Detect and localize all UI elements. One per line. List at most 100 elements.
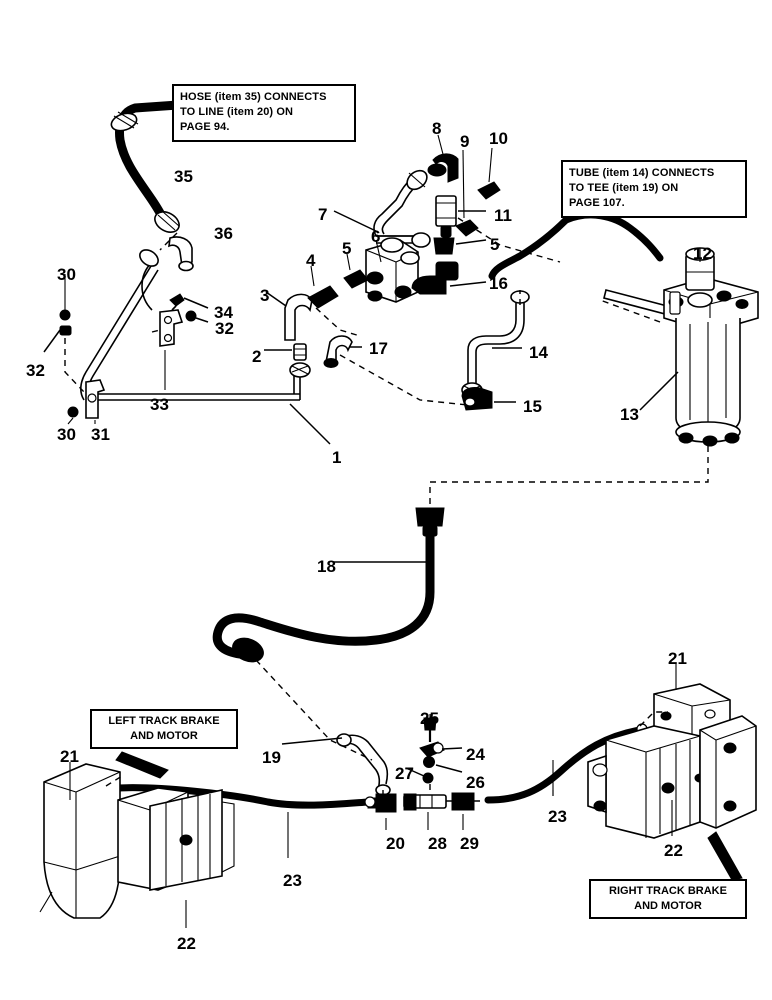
callout-hose-35-note: HOSE (item 35) CONNECTS TO LINE (item 20…	[172, 84, 356, 142]
item-number-23: 23	[548, 807, 567, 826]
item-number-7: 7	[318, 205, 328, 224]
item-number-1: 1	[332, 448, 342, 467]
item-number-3: 3	[260, 286, 270, 305]
item-number-27: 27	[395, 764, 414, 783]
item-number-33: 33	[150, 395, 169, 414]
callout-line: TO TEE (item 19) ON	[569, 181, 679, 194]
assembly-route-13-18	[429, 446, 709, 506]
lead-8	[437, 134, 445, 159]
item-number-20: 20	[386, 834, 405, 853]
lead-5-right	[455, 239, 487, 245]
lead-1	[289, 403, 331, 445]
nut-32-right	[185, 310, 197, 322]
item-number-5: 5	[342, 239, 352, 258]
bolt-34	[169, 293, 185, 311]
filter-assembly	[599, 247, 759, 447]
component-label-line: LEFT TRACK BRAKE	[108, 714, 220, 727]
elbow-3	[284, 293, 313, 341]
item-number-30: 30	[57, 265, 76, 284]
washer-26	[423, 756, 435, 768]
lead-27	[405, 767, 425, 777]
bolt-25	[423, 717, 437, 742]
item-number-15: 15	[523, 397, 542, 416]
hose-18-lower-fitting	[232, 637, 264, 663]
item-number-9: 9	[460, 132, 470, 151]
item-number-26: 26	[466, 773, 485, 792]
lead-19	[281, 737, 343, 745]
component-label-line: RIGHT TRACK BRAKE	[609, 884, 727, 897]
nut-32-upper	[59, 325, 72, 336]
clamp-31	[85, 379, 106, 419]
pointer-right-box	[707, 831, 743, 881]
washer-27	[422, 772, 434, 784]
component-label-line: AND MOTOR	[634, 900, 702, 912]
lead-7	[333, 210, 379, 233]
callout-line: TO LINE (item 20) ON	[180, 105, 294, 118]
lead-16	[449, 281, 487, 287]
item-number-34: 34	[214, 303, 233, 322]
item-number-23: 23	[283, 871, 302, 890]
item-number-35: 35	[174, 167, 193, 186]
lead-10	[488, 147, 493, 183]
right-track-motor-assembly	[587, 683, 757, 839]
assembly-line-4	[315, 307, 361, 337]
washer-30-lower	[67, 406, 79, 418]
elbow-36	[168, 236, 194, 272]
item-number-2: 2	[252, 347, 262, 366]
lead-9	[462, 149, 465, 219]
item-number-24: 24	[466, 745, 485, 764]
hose-35-lower-fitting	[154, 210, 180, 233]
elbow-8	[427, 153, 459, 183]
elbow-17	[323, 335, 353, 368]
fitting-5-right	[433, 237, 455, 255]
item-number-17: 17	[369, 339, 388, 358]
assembly-line-11	[457, 217, 561, 263]
fitting-4	[307, 285, 339, 309]
callout-line: TUBE (item 14) CONNECTS	[569, 167, 715, 179]
lead-13	[639, 371, 679, 411]
connector-2	[293, 343, 307, 361]
assembly-line-36	[159, 232, 178, 251]
item-number-14: 14	[529, 343, 548, 362]
fitting-9	[455, 219, 479, 237]
item-number-22: 22	[664, 841, 683, 860]
item-number-31: 31	[91, 425, 110, 444]
item-number-19: 19	[262, 748, 281, 767]
item-number-21: 21	[668, 649, 687, 668]
callout-line: HOSE (item 35) CONNECTS	[180, 91, 327, 103]
lead-24	[441, 747, 463, 750]
callout-line: PAGE 94.	[180, 120, 230, 133]
tube-7-nut	[406, 169, 428, 191]
item-number-22: 22	[177, 934, 196, 953]
item-number-11: 11	[494, 206, 512, 225]
item-number-18: 18	[317, 557, 336, 576]
item-number-30: 30	[57, 425, 76, 444]
lead-3	[265, 291, 287, 307]
item-number-10: 10	[489, 129, 508, 148]
hose-35-upper-fitting	[110, 111, 139, 132]
fitting-24	[419, 741, 445, 758]
lead-5-left	[346, 253, 351, 271]
item-number-5: 5	[490, 235, 500, 254]
lead-6	[375, 239, 382, 263]
nipple-28	[403, 793, 447, 811]
tube-1-upper-nut	[139, 249, 159, 267]
elbow-15	[461, 387, 493, 411]
item-number-8: 8	[432, 119, 442, 138]
bracket-33	[159, 309, 184, 347]
tube-1-right-nut	[289, 362, 311, 378]
item-number-25: 25	[420, 709, 439, 728]
assembly-line-17	[339, 354, 469, 406]
item-number-16: 16	[489, 274, 508, 293]
lead-26	[435, 764, 463, 773]
fitting-10	[477, 181, 501, 200]
assembly-line-18	[255, 659, 373, 761]
item-number-6: 6	[371, 227, 381, 246]
item-number-21: 21	[60, 747, 79, 766]
component-label-line: AND MOTOR	[130, 730, 198, 742]
label-left-track-brake-and-motor: LEFT TRACK BRAKE AND MOTOR	[90, 709, 238, 749]
callout-tube-14-note: TUBE (item 14) CONNECTS TO TEE (item 19)…	[561, 160, 747, 218]
item-number-32: 32	[26, 361, 45, 380]
callout-line: PAGE 107.	[569, 196, 625, 209]
valve-cartridge-11	[435, 195, 457, 238]
